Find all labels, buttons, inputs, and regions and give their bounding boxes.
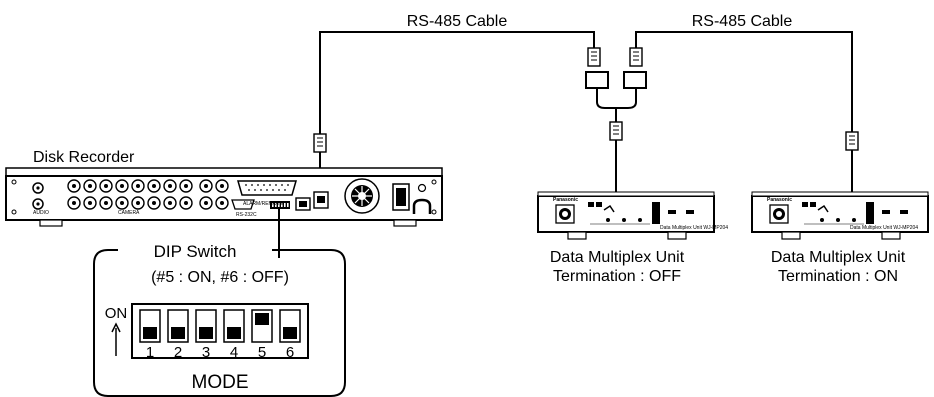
unit-1-name: Data Multiplex Unit: [550, 249, 685, 266]
dip-knob-1: [143, 327, 157, 339]
disk-recorder: AUDIO CAMERA ALARM/REMOTE RS-232C: [5, 167, 443, 227]
recorder-title: Disk Recorder: [33, 149, 135, 166]
dip-switch-state: (#5 : ON, #6 : OFF): [151, 269, 289, 286]
dip-knob-3: [199, 327, 213, 339]
y-adapter: [585, 71, 647, 196]
svg-text:AUDIO: AUDIO: [33, 210, 49, 216]
dip-on-label: ON: [105, 305, 128, 322]
cable-label-right: RS-485 Cable: [692, 13, 793, 30]
dip-knob-6: [283, 327, 297, 339]
unit-2-brand: Panasonic: [767, 197, 792, 203]
svg-text:Data Multiplex Unit WJ-MP204: Data Multiplex Unit WJ-MP204: [850, 225, 918, 231]
dip-number-6: 6: [286, 344, 294, 361]
unit-2-termination: Termination : ON: [778, 268, 898, 285]
dip-knob-5: [255, 313, 269, 325]
dip-mode-label: MODE: [192, 372, 249, 393]
dip-number-2: 2: [174, 344, 182, 361]
rs485-cable-left: [313, 31, 601, 182]
dip-knob-4: [227, 327, 241, 339]
data-multiplex-unit-2: Panasonic Data Multiplex Unit WJ-MP204: [751, 191, 929, 240]
dip-number-5: 5: [258, 344, 266, 361]
dip-number-3: 3: [202, 344, 210, 361]
arrow-up-icon: [111, 322, 121, 333]
cable-label-left: RS-485 Cable: [407, 13, 508, 30]
unit-1-brand: Panasonic: [553, 197, 578, 203]
dip-knob-2: [171, 327, 185, 339]
dip-number-4: 4: [230, 344, 238, 361]
svg-text:ALARM/REMOTE: ALARM/REMOTE: [243, 201, 284, 207]
svg-text:RS-232C: RS-232C: [236, 212, 257, 218]
svg-text:Data Multiplex Unit WJ-MP204: Data Multiplex Unit WJ-MP204: [660, 225, 728, 231]
svg-text:CAMERA: CAMERA: [118, 210, 140, 216]
unit-2-name: Data Multiplex Unit: [771, 249, 906, 266]
unit-1-termination: Termination : OFF: [553, 268, 681, 285]
rs485-cable-right: [629, 31, 859, 196]
dip-switch-title: DIP Switch: [154, 242, 237, 261]
dip-number-1: 1: [146, 344, 154, 361]
data-multiplex-unit-1: Panasonic Data Multiplex Unit WJ-MP204: [537, 191, 728, 240]
dip-switch-callout: DIP Switch (#5 : ON, #6 : OFF) ON 1 2 3 …: [93, 242, 346, 397]
